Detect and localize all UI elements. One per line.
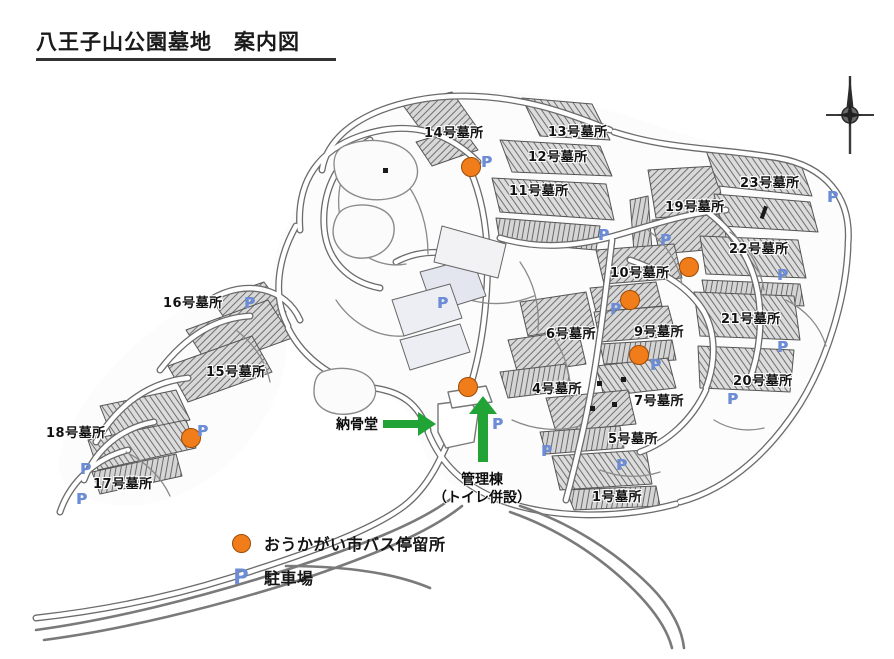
admin-building-label-line2: （トイレ併設） <box>433 489 531 506</box>
legend-label-bus-stop: おうかがい市バス停留所 <box>264 535 446 554</box>
plot-label-20: 20号墓所 <box>733 374 793 389</box>
corner-markers <box>383 168 768 411</box>
plot-label-19: 19号墓所 <box>665 200 725 215</box>
parking-icon[interactable]: P <box>76 490 87 508</box>
parking-icon[interactable]: P <box>598 226 609 244</box>
parking-icon[interactable]: P <box>80 460 91 478</box>
parking-icon[interactable]: P <box>197 422 208 440</box>
plot-label-23: 23号墓所 <box>740 176 800 191</box>
bus-stop-icon <box>228 533 254 553</box>
plot-label-10: 10号墓所 <box>610 266 670 281</box>
admin-building-label: 管理棟 （トイレ併設） <box>433 472 531 507</box>
plot-label-13: 13号墓所 <box>548 125 608 140</box>
bus-stop-marker[interactable] <box>679 257 699 277</box>
plot-label-16: 16号墓所 <box>163 296 223 311</box>
plot-label-22: 22号墓所 <box>729 242 789 257</box>
plot-label-5: 5号墓所 <box>608 432 659 447</box>
plot-label-11: 11号墓所 <box>509 184 569 199</box>
parking-icon: P <box>233 564 249 589</box>
parking-icon[interactable]: P <box>650 356 661 374</box>
parking-icon[interactable]: P <box>616 456 627 474</box>
parking-icon[interactable]: P <box>244 294 255 312</box>
parking-icon[interactable]: P <box>660 231 671 249</box>
bus-stop-marker[interactable] <box>458 377 478 397</box>
admin-building-label-line1: 管理棟 <box>461 472 503 488</box>
plot-area-20 <box>697 345 795 393</box>
title-block: 八王子山公園墓地 案内図 <box>36 30 356 62</box>
legend-item-bus-stop: おうかがい市バス停留所 <box>228 526 446 560</box>
ossuary-label: 納骨堂 <box>336 417 378 433</box>
parking-icon[interactable]: P <box>777 338 788 356</box>
plot-area-15 <box>167 299 293 403</box>
parking-icon[interactable]: P <box>481 153 492 171</box>
plot-label-9: 9号墓所 <box>634 325 685 340</box>
parking-icon[interactable]: P <box>610 300 621 318</box>
parking-icon[interactable]: P <box>541 442 552 460</box>
bus-stop-marker[interactable] <box>620 290 640 310</box>
plot-area-12 <box>499 139 613 177</box>
legend-item-parking: P 駐車場 <box>228 560 446 594</box>
plot-label-21: 21号墓所 <box>721 312 781 327</box>
ossuary-arrow <box>383 412 436 436</box>
north-arrow-icon <box>826 76 874 154</box>
plot-label-4: 4号墓所 <box>532 382 583 397</box>
plot-label-7: 7号墓所 <box>634 394 685 409</box>
parking-icon[interactable]: P <box>727 390 738 408</box>
plot-label-1: 1号墓所 <box>592 490 643 505</box>
plot-label-17: 17号墓所 <box>93 477 153 492</box>
admin-arrow <box>469 396 497 462</box>
bus-stop-marker[interactable] <box>181 428 201 448</box>
plot-label-14: 14号墓所 <box>424 126 484 141</box>
plot-label-15: 15号墓所 <box>206 365 266 380</box>
plot-label-12: 12号墓所 <box>528 150 588 165</box>
title-underline <box>36 58 336 62</box>
legend: おうかがい市バス停留所 P 駐車場 <box>228 526 446 594</box>
page-title: 八王子山公園墓地 案内図 <box>36 30 300 54</box>
parking-icon[interactable]: P <box>827 188 838 206</box>
parking-icon[interactable]: P <box>492 415 503 433</box>
plot-label-18: 18号墓所 <box>46 426 106 441</box>
plot-label-6: 6号墓所 <box>546 327 597 342</box>
parking-icon[interactable]: P <box>437 294 448 312</box>
bus-stop-marker[interactable] <box>629 345 649 365</box>
parking-icon[interactable]: P <box>777 266 788 284</box>
central-buildings <box>391 225 507 371</box>
bus-stop-marker[interactable] <box>461 157 481 177</box>
legend-label-parking: 駐車場 <box>264 569 314 588</box>
